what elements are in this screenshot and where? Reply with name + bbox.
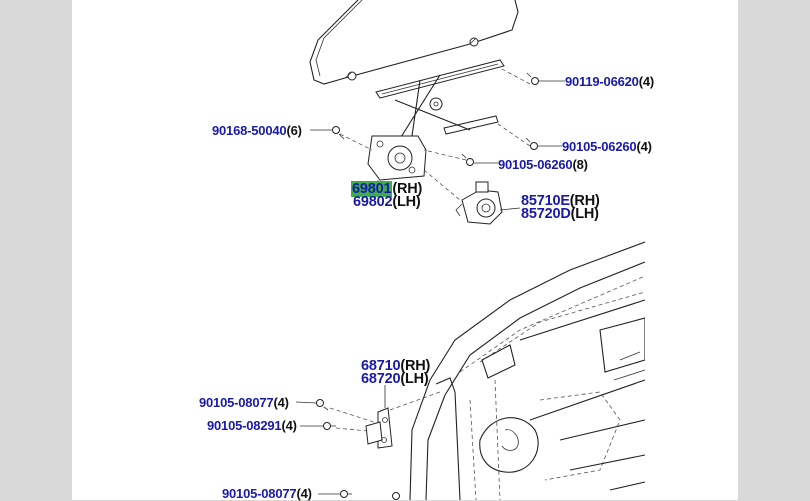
diagram-crop-edge — [645, 240, 738, 500]
part-number[interactable]: 90105-08291 — [207, 418, 282, 433]
part-number[interactable]: 90105-08077 — [199, 395, 274, 410]
part-number[interactable]: 85720D — [521, 206, 571, 222]
part-side: (LH) — [400, 371, 429, 387]
part-number-highlighted[interactable]: 69801 — [351, 181, 393, 197]
part-label-90105-08291[interactable]: 90105-08291(4) — [207, 419, 297, 432]
part-quantity: (8) — [572, 157, 588, 172]
part-number[interactable]: 90168-50040 — [212, 123, 287, 138]
part-quantity: (4) — [636, 139, 652, 154]
part-side: (RH) — [569, 193, 600, 209]
bolts — [316, 72, 539, 500]
part-side: (RH) — [392, 181, 423, 197]
part-side: (LH) — [570, 206, 599, 222]
part-label-90105-08077-a[interactable]: 90105-08077(4) — [199, 396, 289, 409]
part-label-90105-06260-b[interactable]: 90105-06260(8) — [498, 158, 588, 171]
part-quantity: (4) — [638, 74, 655, 89]
part-label-85720D[interactable]: 85720D(LH) — [521, 206, 599, 222]
part-label-69801[interactable]: 69801(RH) — [351, 181, 423, 197]
part-number[interactable]: 90105-06260 — [498, 157, 573, 172]
part-quantity: (4) — [273, 395, 289, 410]
part-label-90119-06620[interactable]: 90119-06620(4) — [565, 75, 654, 88]
part-side: (RH) — [400, 358, 431, 374]
part-quantity: (4) — [296, 486, 312, 501]
door-frame — [409, 241, 646, 500]
part-quantity: (6) — [286, 123, 302, 138]
part-quantity: (4) — [281, 418, 297, 433]
part-number[interactable]: 85710E — [521, 193, 570, 209]
part-number[interactable]: 68710 — [361, 358, 401, 374]
window-regulator — [367, 59, 505, 181]
part-number[interactable]: 90105-08077 — [222, 486, 297, 501]
part-label-68720[interactable]: 68720(LH) — [361, 371, 429, 387]
window-motor — [455, 181, 503, 225]
part-label-90105-08077-b[interactable]: 90105-08077(4) — [222, 487, 312, 500]
part-label-90105-06260-a[interactable]: 90105-06260(4) — [562, 140, 652, 153]
part-label-69802[interactable]: 69802(LH) — [353, 194, 421, 210]
door-hinge — [365, 407, 393, 449]
part-number[interactable]: 90119-06620 — [565, 74, 639, 89]
door-glass — [309, 0, 519, 85]
diagram-sheet — [72, 0, 738, 500]
part-label-85710E[interactable]: 85710E(RH) — [521, 193, 600, 209]
part-number[interactable]: 90105-06260 — [562, 139, 637, 154]
part-label-90168-50040[interactable]: 90168-50040(6) — [212, 124, 302, 137]
part-number[interactable]: 68720 — [361, 371, 401, 387]
part-label-68710[interactable]: 68710(RH) — [361, 358, 431, 374]
part-number[interactable]: 69802 — [353, 194, 393, 210]
part-side: (LH) — [392, 194, 421, 210]
